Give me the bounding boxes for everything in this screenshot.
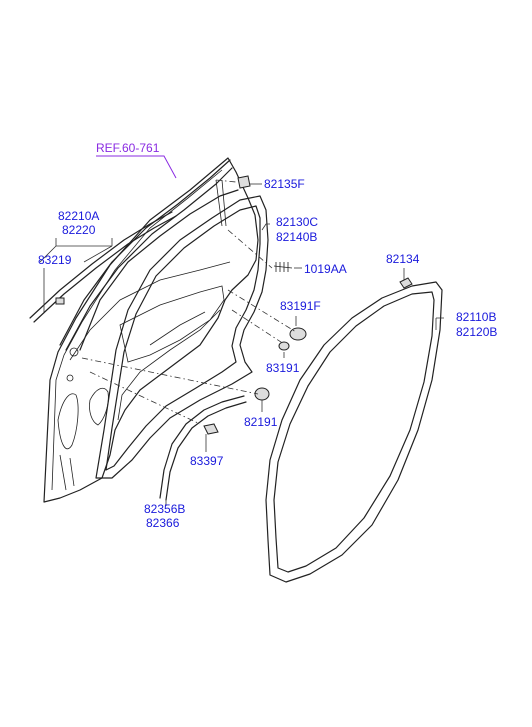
label-82120B: 82120B bbox=[456, 325, 497, 339]
assembly-lines bbox=[81, 179, 297, 425]
label-82110B: 82110B bbox=[456, 310, 496, 324]
label-82356B: 82356B bbox=[144, 502, 185, 516]
label-82135F: 82135F bbox=[264, 177, 305, 191]
label-82191: 82191 bbox=[244, 415, 278, 429]
door-frame-seal bbox=[95, 195, 269, 479]
labels: REF.60-761 82135F 82210A 82220 82130C 82… bbox=[38, 141, 497, 530]
body-weatherstrip bbox=[265, 281, 443, 583]
label-82210A: 82210A bbox=[58, 209, 99, 223]
label-83191F: 83191F bbox=[280, 299, 321, 313]
label-83397: 83397 bbox=[190, 454, 224, 468]
cap-83191F bbox=[289, 327, 307, 341]
lower-seal-strip bbox=[159, 395, 247, 501]
label-83191: 83191 bbox=[266, 361, 300, 375]
label-82134: 82134 bbox=[386, 252, 420, 266]
clip-82135F bbox=[237, 175, 251, 189]
door-panel bbox=[43, 157, 259, 503]
label-82140B: 82140B bbox=[276, 230, 317, 244]
screw-1019AA bbox=[273, 262, 293, 272]
window-run-channel bbox=[59, 159, 239, 351]
belt-moulding bbox=[29, 211, 177, 323]
pad-83397 bbox=[203, 423, 219, 435]
leader-lines bbox=[39, 155, 444, 506]
label-82130C: 82130C bbox=[276, 215, 318, 229]
clip-82134 bbox=[399, 277, 413, 289]
label-83219: 83219 bbox=[38, 253, 72, 267]
cap-83191 bbox=[278, 341, 290, 351]
label-82366: 82366 bbox=[146, 516, 180, 530]
label-82220: 82220 bbox=[62, 223, 96, 237]
label-ref[interactable]: REF.60-761 bbox=[96, 141, 160, 155]
label-1019AA: 1019AA bbox=[304, 262, 347, 276]
